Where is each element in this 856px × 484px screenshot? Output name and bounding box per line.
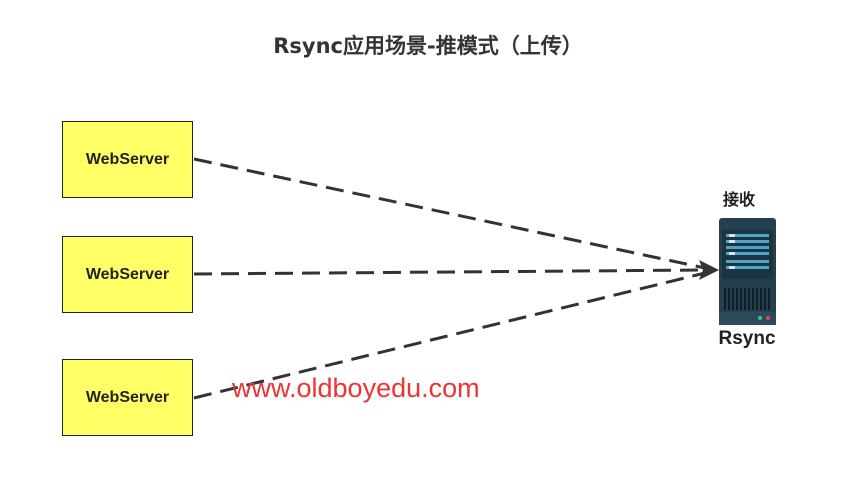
edge-webserver-3-to-rsync xyxy=(193,271,706,400)
receive-caption: 接收 xyxy=(722,190,755,209)
rsync-node-label: Rsync xyxy=(718,328,776,349)
edge-webserver-2-to-rsync xyxy=(193,268,706,276)
webserver-node-label: WebServer xyxy=(85,150,170,168)
webserver-node-label: WebServer xyxy=(85,388,170,406)
webserver-node-1: WebServer xyxy=(62,121,193,198)
webserver-node-label: WebServer xyxy=(85,265,170,283)
webserver-node-2: WebServer xyxy=(62,236,193,313)
server-rack-icon xyxy=(719,218,776,325)
arrowhead-icon xyxy=(699,260,719,280)
webserver-node-3: WebServer xyxy=(62,359,193,436)
watermark-text: www.oldboyedu.com xyxy=(232,373,480,403)
diagram-title: Rsync应用场景-推模式（上传） xyxy=(273,34,583,58)
edge-webserver-1-to-rsync xyxy=(193,157,706,270)
